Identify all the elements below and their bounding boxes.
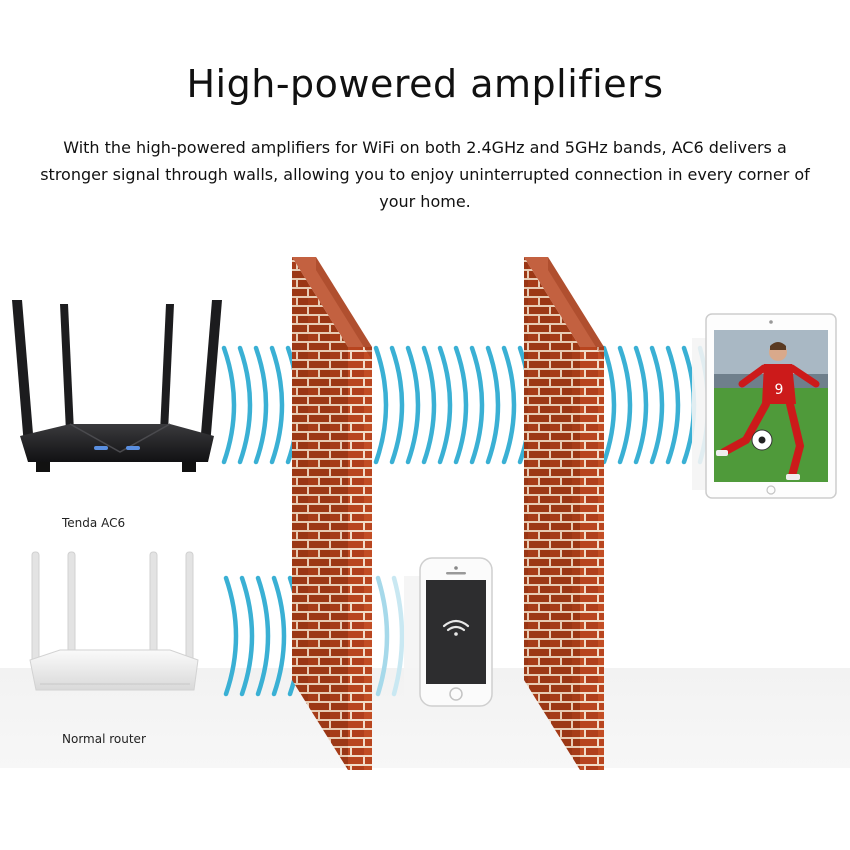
normal-router-label: Normal router xyxy=(62,732,146,746)
signal-wave xyxy=(253,345,269,465)
signal-wave xyxy=(375,575,390,697)
signal-wave xyxy=(453,345,469,465)
phone-screen xyxy=(426,580,486,684)
signal-wave xyxy=(633,345,649,465)
led-indicator xyxy=(94,446,108,450)
signal-wave xyxy=(485,345,501,465)
ac6-signal-waves xyxy=(221,345,711,465)
signal-wave xyxy=(237,345,253,465)
signal-wave xyxy=(269,345,285,465)
home-button xyxy=(449,687,463,701)
signal-wave xyxy=(421,345,437,465)
led-indicator xyxy=(126,446,140,450)
tenda-ac6-router xyxy=(12,300,222,472)
jersey-number: 9 xyxy=(775,382,784,398)
wifi-icon xyxy=(442,619,470,636)
tablet: 9 xyxy=(692,313,837,499)
signal-wave xyxy=(389,345,405,465)
smartphone xyxy=(404,557,493,707)
tenda-ac6-label: Tenda AC6 xyxy=(62,516,126,530)
page-title: High-powered amplifiers xyxy=(186,62,664,106)
signal-wave xyxy=(649,345,665,465)
signal-wave xyxy=(239,575,255,697)
soccer-player: 9 xyxy=(716,342,820,480)
signal-wave xyxy=(437,345,453,465)
soccer-ball xyxy=(751,429,773,451)
router-antennas xyxy=(12,300,222,446)
signal-wave xyxy=(391,575,405,697)
normal-router xyxy=(29,551,199,691)
signal-wave xyxy=(271,575,287,697)
signal-wave xyxy=(373,345,389,465)
signal-wave xyxy=(501,345,517,465)
brick-wall-2 xyxy=(524,257,604,770)
signal-wave xyxy=(223,575,239,697)
brick-wall-1 xyxy=(292,257,372,770)
signal-wave xyxy=(617,345,633,465)
signal-wave xyxy=(469,345,485,465)
signal-wave xyxy=(665,345,681,465)
signal-wave xyxy=(405,345,421,465)
page-description: With the high-powered amplifiers for WiF… xyxy=(40,138,810,211)
router-antennas xyxy=(31,551,194,663)
signal-wave xyxy=(601,345,617,465)
home-button xyxy=(766,485,776,495)
signal-wave xyxy=(255,575,271,697)
signal-wave xyxy=(221,345,237,465)
